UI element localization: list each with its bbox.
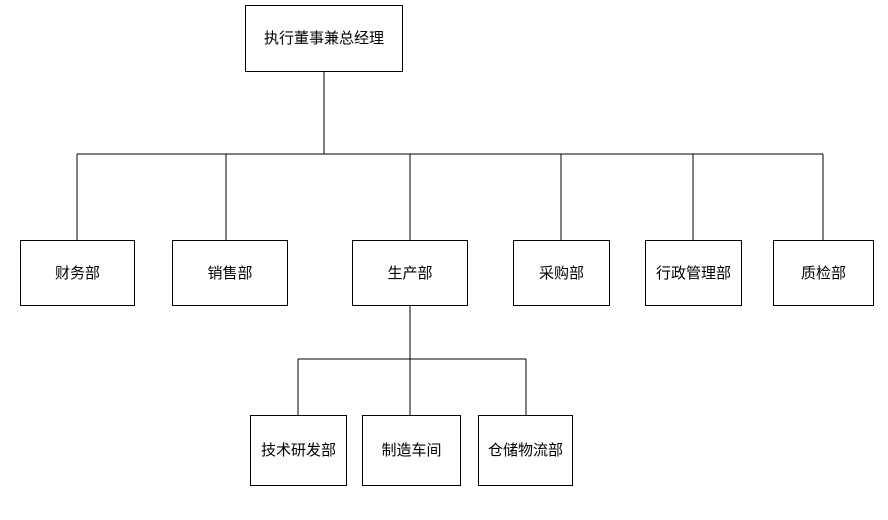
node-tech-rnd-dept: 技术研发部 bbox=[250, 415, 347, 486]
node-admin-management-dept: 行政管理部 bbox=[645, 240, 742, 306]
node-purchasing-dept: 采购部 bbox=[513, 240, 610, 306]
node-finance-dept: 财务部 bbox=[20, 240, 135, 306]
node-executive-director-general-manager: 执行董事兼总经理 bbox=[245, 5, 403, 72]
node-warehouse-logistics-dept: 仓储物流部 bbox=[478, 415, 573, 486]
node-production-dept: 生产部 bbox=[352, 240, 468, 306]
node-sales-dept: 销售部 bbox=[172, 240, 288, 306]
node-quality-inspection-dept: 质检部 bbox=[773, 240, 874, 306]
node-manufacturing-workshop: 制造车间 bbox=[362, 415, 461, 486]
